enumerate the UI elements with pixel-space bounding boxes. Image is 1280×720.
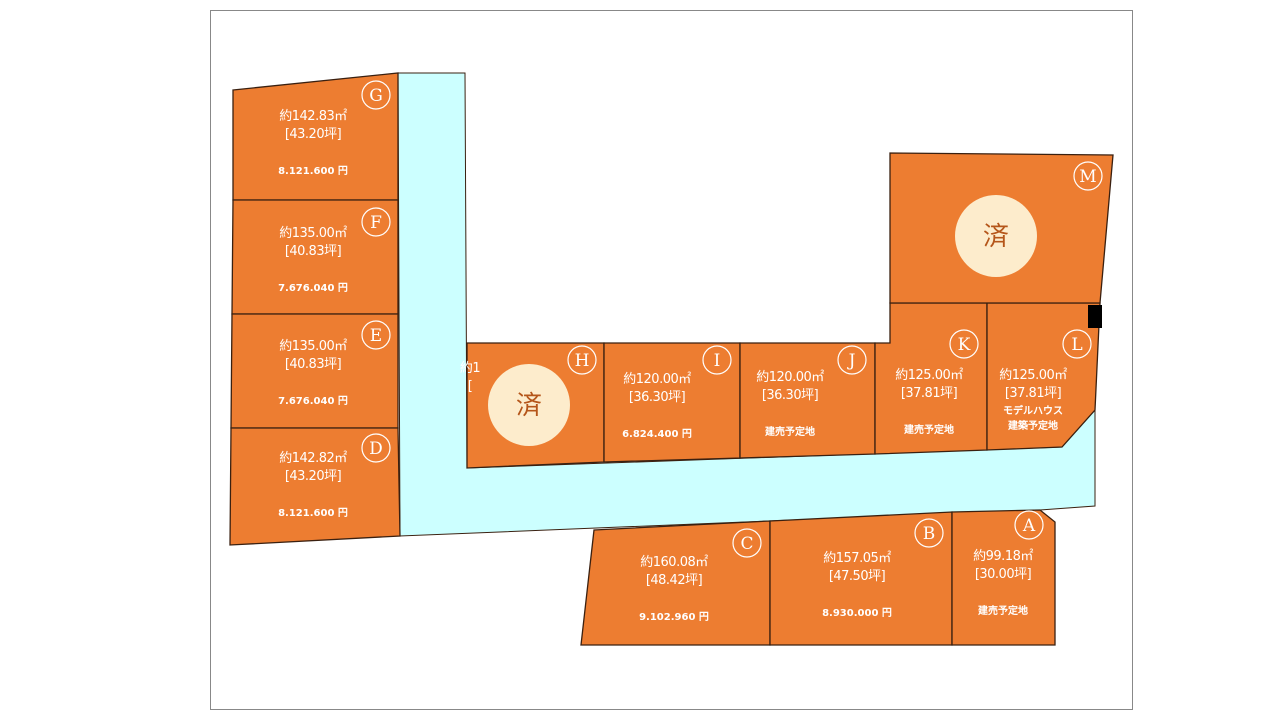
lot-i-label-circle (702, 345, 732, 375)
lot-c-label-circle (732, 528, 762, 558)
lot-h-label: H (575, 351, 590, 371)
lot-i-label: I (714, 351, 721, 371)
lot-b-label-circle (914, 518, 944, 548)
lot-i-tsubo: [36.30坪] (629, 390, 685, 405)
lot-l-label: L (1071, 335, 1082, 355)
lot-k-label: K (958, 335, 971, 355)
lot-j-tsubo: [36.30坪] (762, 388, 818, 403)
lot-c-area: 約160.08㎡ (640, 555, 708, 570)
lot-e-label: E (370, 326, 382, 346)
lot-d-tsubo: [43.20坪] (285, 469, 341, 484)
lot-b-price: 8.930.000 円 (822, 607, 892, 619)
lot-g-label-circle (361, 80, 391, 110)
lot-c-tsubo: [48.42坪] (646, 573, 702, 588)
lot-j-label: J (847, 351, 856, 371)
sold-badge (488, 364, 570, 446)
lot-j-label-circle (837, 345, 867, 375)
lot-g-price: 8.121.600 円 (278, 165, 348, 177)
lot-a-area: 約99.18㎡ (973, 549, 1033, 564)
lot-l-label-circle (1062, 329, 1092, 359)
lot-m-label-circle (1073, 161, 1103, 191)
lot-e-price: 7.676.040 円 (278, 395, 348, 407)
lot-k-label-circle (949, 329, 979, 359)
lot-i-price: 6.824.400 円 (622, 428, 692, 440)
lot-a-note: 建売予定地 (977, 604, 1028, 617)
lot-l-note2: 建築予定地 (1007, 419, 1058, 432)
lot-l-area: 約125.00㎡ (999, 368, 1067, 383)
lot-b-tsubo: [47.50坪] (829, 569, 885, 584)
lot-b-label: B (923, 524, 936, 544)
lot-e-tsubo: [40.83坪] (285, 357, 341, 372)
lot-l-note: モデルハウス (1003, 404, 1063, 417)
lot-h-area: 約1 (460, 361, 481, 376)
lot-f-area: 約135.00㎡ (279, 226, 347, 241)
lot-m-label: M (1079, 167, 1096, 187)
lot-d-price: 8.121.600 円 (278, 507, 348, 519)
lot-f-tsubo: [40.83坪] (285, 244, 341, 259)
lot-g-tsubo: [43.20坪] (285, 127, 341, 142)
lot-j-note: 建売予定地 (764, 425, 815, 438)
lot-g-area: 約142.83㎡ (279, 109, 347, 124)
lot-k-note: 建売予定地 (903, 423, 954, 436)
lot-h-label-circle (567, 345, 597, 375)
lot-c-label: C (740, 534, 753, 554)
lot-k-tsubo: [37.81坪] (901, 386, 957, 401)
lot-d[interactable] (229, 427, 401, 546)
lot-f-price: 7.676.040 円 (278, 282, 348, 294)
lot-d-label: D (369, 439, 383, 459)
lot-f-label: F (370, 213, 382, 233)
lot-k-area: 約125.00㎡ (895, 368, 963, 383)
sold-badge (955, 195, 1037, 277)
lot-c-price: 9.102.960 円 (639, 611, 709, 623)
lot-e-label-circle (361, 320, 391, 350)
lot-b-area: 約157.05㎡ (823, 551, 891, 566)
sold-mark: 済 (983, 222, 1009, 252)
lot-d-area: 約142.82㎡ (279, 451, 347, 466)
lot-e-area: 約135.00㎡ (279, 339, 347, 354)
lot-a[interactable] (951, 509, 1056, 646)
lot-f-label-circle (361, 207, 391, 237)
lot-g-label: G (369, 86, 383, 106)
lot-a-label: A (1022, 516, 1036, 536)
lot-a-label-circle (1014, 510, 1044, 540)
lot-a-tsubo: [30.00坪] (975, 567, 1031, 582)
lot-h-tsubo: [ (468, 379, 473, 394)
sold-mark: 済 (516, 391, 542, 421)
lot-l-tsubo: [37.81坪] (1005, 386, 1061, 401)
marker-block (1088, 305, 1102, 328)
lot-i-area: 約120.00㎡ (623, 372, 691, 387)
lot-d-label-circle (361, 433, 391, 463)
lot-j-area: 約120.00㎡ (756, 370, 824, 385)
